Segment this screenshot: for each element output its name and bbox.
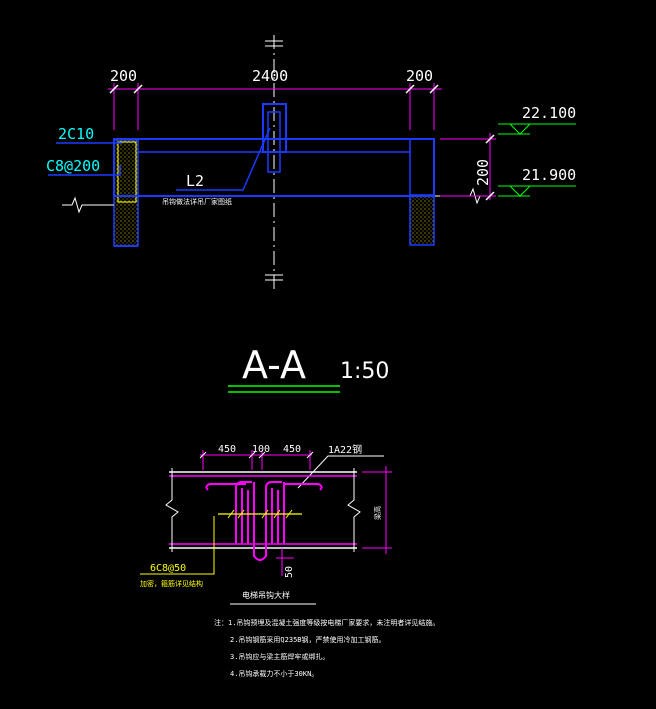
detail-dim-3: 450 xyxy=(283,444,301,455)
elevation-top: 22.100 xyxy=(498,104,576,135)
dim-right: 200 xyxy=(406,67,433,85)
bar-label-leader xyxy=(297,455,384,489)
beam-outline xyxy=(113,138,435,197)
dim-left: 200 xyxy=(110,67,137,85)
dim-middle: 2400 xyxy=(252,67,288,85)
elev-top-text: 22.100 xyxy=(522,104,576,122)
beam-note: 吊钩做法详吊厂家图纸 xyxy=(162,197,232,206)
stirrup-label: 6C8@50 xyxy=(150,563,186,574)
stirrup-outline xyxy=(117,141,137,203)
detail-bottom-dim: 50 xyxy=(284,566,295,578)
elev-bottom-text: 21.900 xyxy=(522,166,576,184)
section-title: A-A xyxy=(242,343,306,387)
rebar-stirrup-label: C8@200 xyxy=(46,157,100,175)
detail-right-dim: 梁高 xyxy=(373,506,382,520)
detail-break-right xyxy=(347,468,361,552)
beam-label: L2 xyxy=(186,172,204,190)
section-scale: 1:50 xyxy=(340,359,389,384)
stirrup-leader xyxy=(140,516,215,575)
dim-vertical: 200 xyxy=(474,159,492,186)
elevation-bottom: 21.900 xyxy=(498,166,576,197)
note-4: 4.吊钩承载力不小于30KN。 xyxy=(230,669,318,678)
note-1: 注：1.吊钩预埋及混凝土强度等级按电梯厂家要求，未注明者详见结施。 xyxy=(214,618,439,627)
hook-detail: 450 100 450 1A22钢 xyxy=(140,443,439,678)
hook-bars xyxy=(205,481,323,561)
detail-caption: 电梯吊钩大样 xyxy=(242,590,290,600)
detail-dim-2: 100 xyxy=(252,444,270,455)
right-support xyxy=(409,194,435,246)
section-a-a: 200 2400 200 2C10 C8@200 L2 吊钩做法详吊厂家图纸 xyxy=(46,35,576,393)
leader-l2 xyxy=(176,127,271,191)
leader-c8 xyxy=(48,165,121,176)
break-line-left xyxy=(62,196,114,214)
note-2: 2.吊钩钢筋采用Q235B钢，严禁使用冷加工钢筋。 xyxy=(230,635,386,644)
note-3: 3.吊钩应与梁主筋焊牢或绑扎。 xyxy=(230,652,329,661)
bar-label: 1A22钢 xyxy=(328,443,362,456)
lifting-hook xyxy=(262,103,287,153)
detail-dim-1: 450 xyxy=(218,444,236,455)
detail-break-left xyxy=(165,468,179,552)
rebar-main-label: 2C10 xyxy=(58,125,94,143)
stirrup-note: 加密，箍筋详见结构 xyxy=(140,579,203,588)
